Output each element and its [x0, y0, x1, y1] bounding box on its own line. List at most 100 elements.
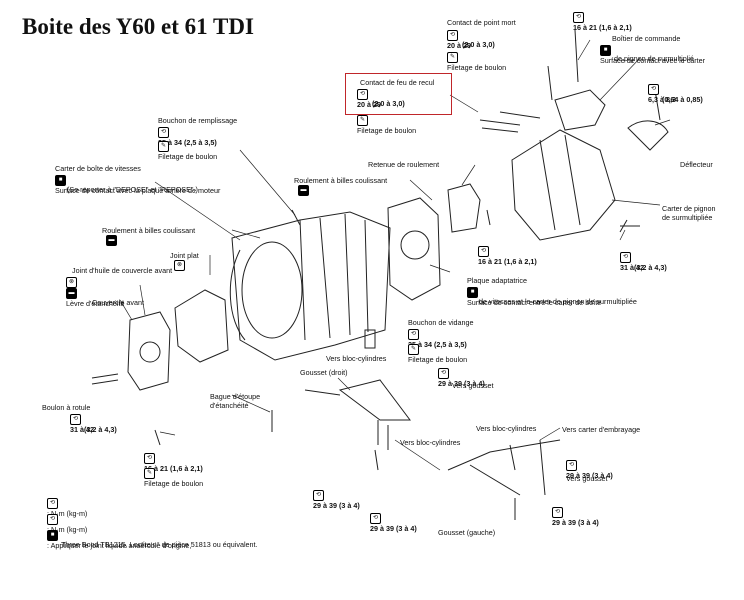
- backup-lamp-switch-label: Contact de feu de recul: [360, 78, 435, 87]
- neutral-switch-thread: ✎Filetage de boulon: [447, 52, 507, 72]
- sealant-icon: ■: [600, 45, 611, 56]
- sealant-icon: ■: [47, 530, 58, 541]
- torque-icon: ⟲: [313, 490, 324, 501]
- bottom-bolt-torque: ⟲16 à 21 (1,6 à 2,1): [144, 453, 203, 473]
- neutral-switch-label: Contact de point mort: [447, 18, 516, 27]
- to-gusset-label-1: Vers gousset: [452, 381, 494, 390]
- low-torque-b: ⟲29 à 39 (3 à 4): [370, 513, 417, 533]
- case-bolt-torque2: (3,2 à 4,3): [634, 263, 667, 272]
- to-cylinder-block-label-2: Vers bloc-cylindres: [476, 424, 537, 433]
- neutral-switch-torque2: (2,0 à 3,0): [462, 40, 495, 49]
- overdrive-case-label: Carter de pignon de surmultipliée: [662, 204, 716, 222]
- torque-icon: ⟲: [144, 453, 155, 464]
- dust-seal-label: Bague d'étoupe d'étanchéité: [210, 392, 261, 410]
- deflector-label: Déflecteur: [680, 160, 713, 169]
- right-torque-label2: (0,64 à 0,85): [662, 95, 703, 104]
- top-torque-label: ⟲16 à 21 (1,6 à 2,1): [573, 12, 632, 32]
- torque-icon: ⟲: [357, 89, 368, 100]
- ball-joint-bolt-label: Boulon à rotule: [42, 403, 91, 412]
- torque-icon: ⟲: [47, 498, 58, 509]
- thread-icon: ✎: [408, 344, 419, 355]
- adapter-plate-note2: de vitesses et le carter de pignon de su…: [479, 297, 637, 306]
- low-torque-a: ⟲29 à 39 (3 à 4): [313, 490, 360, 510]
- torque-icon: ⟲: [70, 414, 81, 425]
- grease-icon: ▬: [66, 288, 77, 299]
- torque-icon: ⟲: [47, 514, 58, 525]
- torque-icon: ⟲: [447, 30, 458, 41]
- bell-housing: [231, 211, 391, 361]
- drain-plug-thread: ✎Filetage de boulon: [408, 344, 468, 364]
- bearing-retainer-label: Retenue de roulement: [368, 160, 440, 169]
- case-bolt-torque: ⟲31 à 42: [620, 252, 644, 272]
- page-title: Boite des Y60 et 61 TDI: [22, 14, 254, 39]
- torque-icon: ⟲: [478, 246, 489, 257]
- torque-icon: ⟲: [552, 507, 563, 518]
- ball-joint-bolt-torque2: (3,2 à 4,3): [84, 425, 117, 434]
- right-gusset-label: Gousset (droit): [300, 368, 348, 377]
- control-housing-note2: de pignon de surmultiplié: [614, 54, 694, 63]
- torque-icon: ⟲: [566, 460, 577, 471]
- torque-icon: ⟲: [370, 513, 381, 524]
- torque-icon: ⟲: [438, 368, 449, 379]
- grease-icon: ▬: [298, 185, 309, 196]
- backup-lamp-thread: ✎Filetage de boulon: [357, 115, 417, 135]
- low-torque-c: ⟲29 à 39 (3 à 4): [552, 507, 599, 527]
- filler-plug-thread: ✎Filetage de boulon: [158, 141, 218, 161]
- sliding-ball-bearing-label: Roulement à billes coulissant▬: [294, 176, 387, 196]
- oil-seal-label: Joint d'huile de couvercle avant: [72, 266, 173, 275]
- filler-plug-label: Bouchon de remplissage: [158, 116, 238, 125]
- right-bolt-torque: ⟲29 à 39 (3 à 4): [566, 460, 613, 480]
- filler-plug-torque: ⟲25 à 34 (2,5 à 3,5): [158, 127, 217, 147]
- replace-icon: ⊗: [174, 260, 185, 271]
- adapter-plate-label: Plaque adaptatrice: [467, 276, 527, 285]
- thread-icon: ✎: [447, 52, 458, 63]
- neutral-switch-torque: ⟲20 à 29: [447, 30, 471, 50]
- oil-seal-lip-label: ⊗▬Lèvre d'étanchéité: [66, 277, 125, 308]
- to-clutch-housing-label: Vers carter d'embrayage: [562, 425, 641, 434]
- thread-icon: ✎: [158, 141, 169, 152]
- to-cylinder-block-label-3: Vers bloc-cylindres: [400, 438, 461, 447]
- transmission-case-label: Carter de boîte de vitesses: [55, 164, 141, 173]
- gasket: [174, 289, 229, 363]
- front-cover: [127, 311, 171, 391]
- overdrive-case: [511, 129, 616, 241]
- transmission-case-note: ■Surface de contact avec la plaque arriè…: [55, 175, 221, 195]
- control-housing-label: Boîtier de commande: [612, 34, 681, 43]
- bottom-bolt-thread: ✎Filetage de boulon: [144, 468, 204, 488]
- legend-sealant-2: Three Bond TB1215, Loctite n° de pièce 5…: [61, 540, 258, 549]
- torque-icon: ⟲: [620, 252, 631, 263]
- thread-icon: ✎: [357, 115, 368, 126]
- torque-icon: ⟲: [408, 329, 419, 340]
- legend-sealant: ■: Appliquer le joint liquide anaérobie …: [47, 530, 192, 550]
- to-cylinder-block-label-1: Vers bloc-cylindres: [326, 354, 387, 363]
- transmission-case-note2: (Se reporter à "DEPOSE" et "REPOSE".): [67, 185, 198, 194]
- legend-torque-2: ⟲: N·m (kg-m): [47, 514, 88, 534]
- grease-icon: ▬: [106, 235, 117, 246]
- drain-plug-torque: ⟲25 à 34 (2,5 à 3,5): [408, 329, 467, 349]
- left-gusset-label: Gousset (gauche): [438, 528, 496, 537]
- right-gusset-torque: ⟲29 à 39 (3 à 4): [438, 368, 485, 388]
- thread-icon: ✎: [144, 468, 155, 479]
- front-cover-label: Couvercle avant: [92, 298, 144, 307]
- sliding-ball-bearing-label-2: Roulement à billes coulissant▬: [102, 226, 195, 246]
- sealant-icon: ■: [55, 175, 66, 186]
- mid-torque-label: ⟲16 à 21 (1,6 à 2,1): [478, 246, 537, 266]
- sealant-icon: ■: [467, 287, 478, 298]
- right-torque-label: ⟲6,3 à 8,3: [648, 84, 676, 104]
- control-housing: [554, 89, 606, 131]
- torque-icon: ⟲: [158, 127, 169, 138]
- gasket-label: Joint plat⊗: [170, 251, 199, 271]
- to-gusset-label-2: Vers gousset: [566, 474, 608, 483]
- backup-lamp-torque: ⟲20 à 29: [357, 89, 381, 109]
- ball-joint-bolt-torque: ⟲31 à 42: [70, 414, 94, 434]
- control-housing-note: ■Surface de contact avec le carter: [600, 45, 706, 65]
- backup-lamp-torque2: (2,0 à 3,0): [372, 99, 405, 108]
- legend-torque: ⟲: N·m (kg-m): [47, 498, 88, 518]
- adapter-plate-note: ■Surface de contact entre le carter de b…: [467, 287, 602, 307]
- torque-icon: ⟲: [648, 84, 659, 95]
- highlight-box: [345, 73, 452, 115]
- drain-plug-label: Bouchon de vidange: [408, 318, 474, 327]
- torque-icon: ⟲: [573, 12, 584, 23]
